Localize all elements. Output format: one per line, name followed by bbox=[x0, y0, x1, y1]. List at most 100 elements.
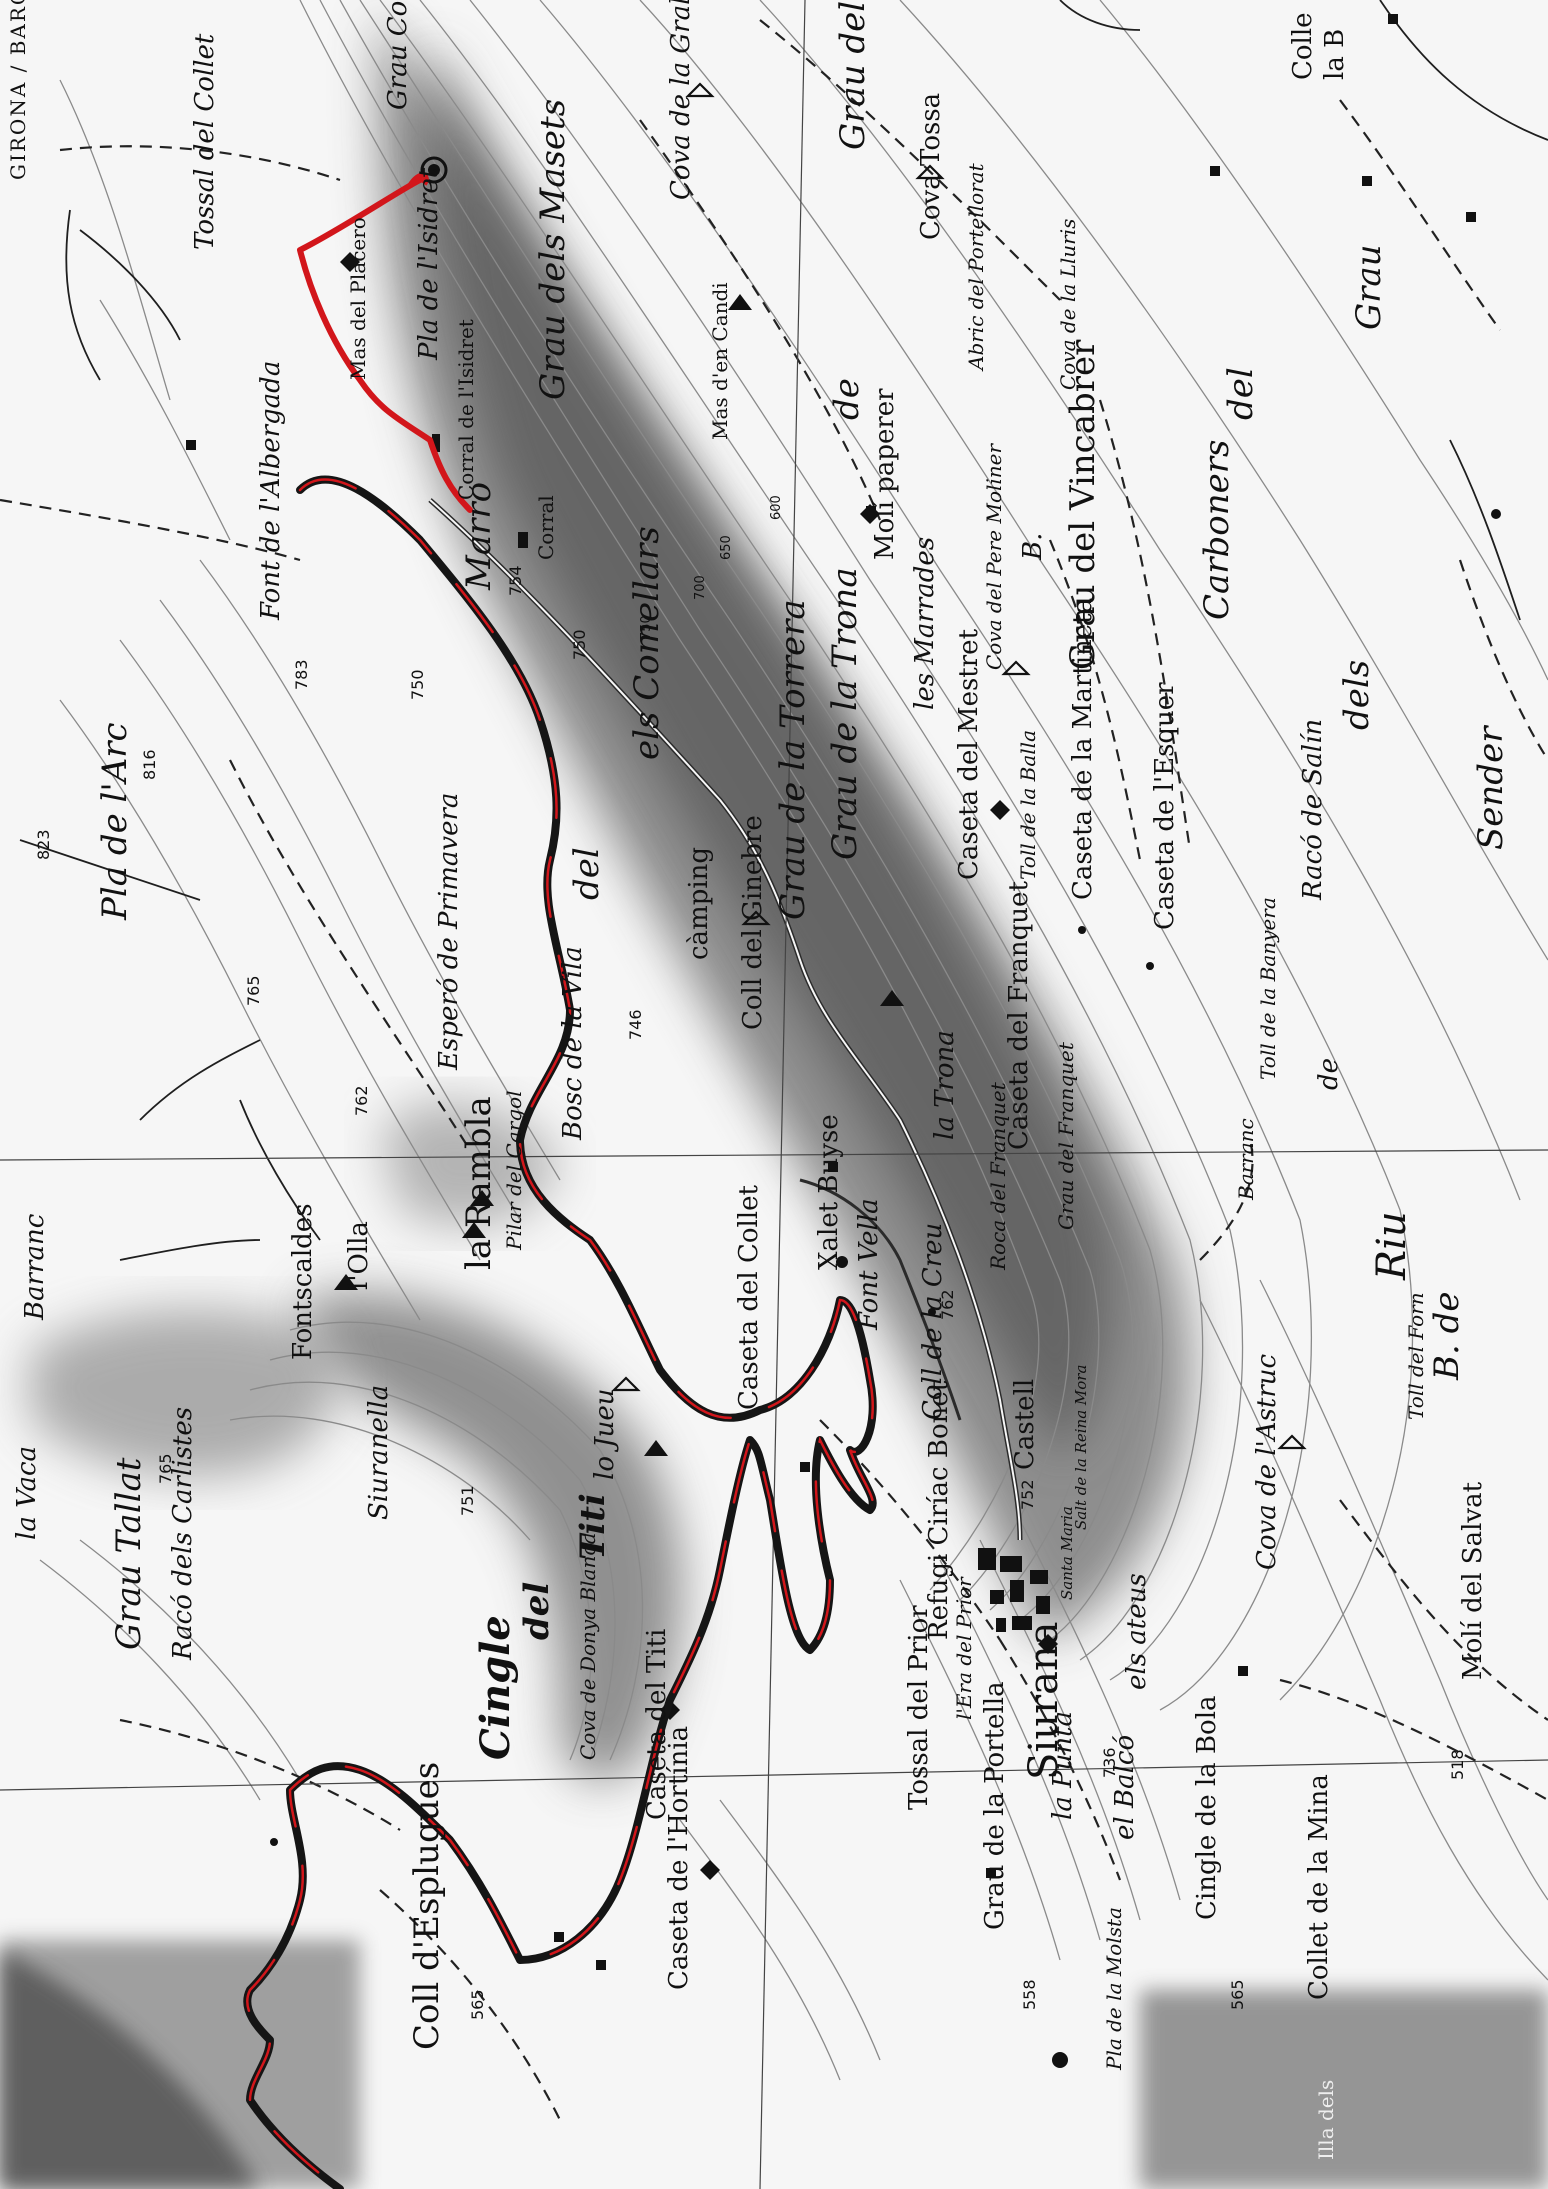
label-grau-portella: Grau de la Portella bbox=[980, 1681, 1010, 1930]
label-b-de: B. de bbox=[1427, 1291, 1467, 1381]
building-marker bbox=[1210, 166, 1220, 176]
building bbox=[990, 1590, 1004, 1604]
spot-height: 765 bbox=[244, 975, 263, 1006]
spot-height: 762 bbox=[352, 1085, 371, 1116]
label-cova-gralla: Cova de la Gralla bbox=[666, 0, 696, 200]
cave-triangle bbox=[915, 164, 945, 180]
track bbox=[759, 19, 1061, 301]
label-abric-portellorat: Abric del Portellorat bbox=[964, 163, 988, 370]
label-xalet-buyse: Xalet Buyse bbox=[814, 1114, 844, 1270]
spot-height: 765 bbox=[156, 1453, 175, 1484]
cave-symbols bbox=[611, 82, 1307, 1450]
label-marro: Marro bbox=[459, 481, 499, 590]
label-grau-tallat: Grau Tallat bbox=[109, 1457, 149, 1650]
track bbox=[639, 119, 882, 521]
label-camping: càmping bbox=[684, 846, 714, 960]
point-marker bbox=[1491, 509, 1501, 519]
label-mas-candi: Mas d'en Candi bbox=[708, 282, 732, 440]
spot-height: 754 bbox=[506, 565, 525, 596]
label-grau-torrera: Grau de la Torrera bbox=[773, 599, 813, 920]
espluges-shade bbox=[0, 1950, 260, 2189]
building bbox=[1030, 1570, 1048, 1584]
diamond bbox=[860, 504, 880, 524]
label-raco-salin: Racó de Salín bbox=[1298, 718, 1328, 900]
cave-triangle bbox=[1277, 1434, 1307, 1450]
siurana-buildings bbox=[978, 1548, 1050, 1632]
label-la-punta: la Punta bbox=[1048, 1710, 1078, 1820]
label-moli-salvat: Molí del Salvat bbox=[1458, 1481, 1488, 1680]
label-cova-pere-moliner: Cova del Pere Moliner bbox=[982, 443, 1006, 670]
label-salt-reina-mora: Salt de la Reina Mora bbox=[1072, 1364, 1090, 1530]
contour bbox=[249, 1381, 593, 1761]
label-del-cingle: del bbox=[517, 1581, 557, 1640]
label-de-small: de bbox=[1314, 1057, 1344, 1090]
label-del-right: del bbox=[1221, 367, 1261, 420]
label-pla-arc: Pla de l'Arc bbox=[95, 722, 135, 920]
contour-label: 600 bbox=[769, 495, 784, 520]
building-marker bbox=[1388, 14, 1398, 24]
label-refugi: Refugi Ciríac Bonet bbox=[924, 1380, 954, 1640]
label-cingle-bola: Cingle de la Bola bbox=[1192, 1695, 1222, 1920]
building-marker bbox=[1466, 212, 1476, 222]
contour bbox=[899, 0, 1548, 961]
route-red-path bbox=[297, 177, 473, 513]
contour bbox=[719, 1799, 881, 2061]
contour bbox=[119, 639, 481, 1261]
building-marker bbox=[1362, 176, 1372, 186]
cave-triangle bbox=[1001, 660, 1031, 676]
label-grau-right: Grau bbox=[1349, 244, 1389, 330]
label-espero-primavera: Esperó de Primavera bbox=[434, 792, 464, 1070]
label-grau-corral: Grau Corral bbox=[383, 0, 413, 110]
diamond bbox=[990, 800, 1010, 820]
cave-triangle bbox=[741, 910, 771, 926]
path-line bbox=[65, 209, 101, 381]
contour bbox=[59, 79, 171, 401]
label-dels: dels bbox=[1337, 659, 1377, 730]
label-raco-carlistes: Racó dels Carlistes bbox=[168, 1406, 198, 1660]
building-marker bbox=[800, 1462, 810, 1472]
point-marker bbox=[836, 1256, 848, 1268]
path-line bbox=[139, 1039, 261, 1121]
label-de-right: de bbox=[827, 378, 867, 420]
contour bbox=[679, 1819, 841, 2081]
contour bbox=[419, 0, 1204, 1661]
track bbox=[1339, 1499, 1548, 1721]
label-carboners: Carboners bbox=[1197, 439, 1237, 621]
contour-label: 650 bbox=[719, 535, 734, 560]
peak-triangle bbox=[334, 1274, 358, 1290]
contour bbox=[79, 1539, 301, 1781]
peak-triangle bbox=[880, 990, 904, 1006]
spot-height: 518 bbox=[1448, 1749, 1467, 1780]
label-castell: Castell bbox=[1010, 1378, 1040, 1470]
building-marker bbox=[828, 1162, 838, 1172]
spot-height: 736 bbox=[1100, 1747, 1119, 1778]
label-illa-dels: Illa dels bbox=[1314, 2079, 1338, 2160]
label-toll-banyera: Toll de la Banyera bbox=[1256, 897, 1280, 1080]
point-marker bbox=[428, 164, 440, 176]
label-la-b: la B bbox=[1320, 28, 1350, 80]
label-pla-isidret: Pla de l'Isidret bbox=[414, 167, 444, 360]
label-pla-molsta: Pla de la Molsta bbox=[1102, 1907, 1126, 2070]
cave-triangle bbox=[685, 82, 715, 98]
spot-height: 816 bbox=[140, 749, 159, 780]
building bbox=[1000, 1556, 1022, 1572]
label-els-comellars: els Comellars bbox=[627, 526, 667, 760]
contour bbox=[1199, 1299, 1548, 1981]
label-coll-ginebre: Coll del Ginebre bbox=[738, 815, 768, 1030]
label-les-marrades: les Marrades bbox=[910, 536, 940, 710]
contour bbox=[339, 0, 1100, 1611]
contour bbox=[539, 0, 1312, 1711]
building bbox=[1012, 1616, 1032, 1630]
label-colle: Colle bbox=[1288, 12, 1318, 80]
label-barranc-left: Barranc bbox=[20, 1213, 50, 1320]
spot-height: 823 bbox=[34, 829, 53, 860]
label-grau-masets: Grau dels Masets bbox=[533, 98, 573, 400]
building-marker bbox=[596, 1960, 606, 1970]
contour bbox=[59, 699, 421, 1321]
building bbox=[978, 1548, 996, 1570]
track bbox=[1279, 1678, 1548, 1801]
label-pilar-cargol: Pilar del Cargol bbox=[502, 1090, 526, 1250]
primavera-shade bbox=[380, 1101, 560, 1226]
